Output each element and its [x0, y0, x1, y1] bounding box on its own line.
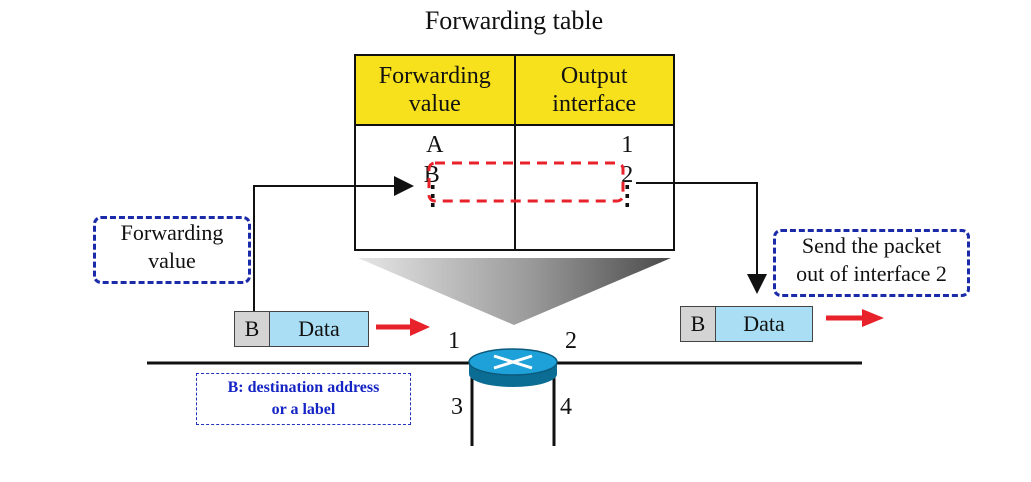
router-icon: [468, 348, 558, 387]
outgoing-flow-arrow: [826, 309, 884, 327]
table-lookup-funnel: [358, 258, 671, 325]
lookup-arrow: [253, 176, 414, 316]
incoming-flow-arrow: [376, 318, 430, 336]
row-value-a: A: [426, 132, 444, 158]
interface-label-4: 4: [560, 394, 572, 420]
column-values: A B ⋮: [354, 124, 516, 251]
output-arrow: [636, 182, 767, 294]
outgoing-packet: B Data: [680, 306, 813, 342]
header-forwarding-value: Forwarding value: [354, 54, 516, 126]
callout-send-packet: Send the packet out of interface 2: [773, 229, 970, 297]
interface-label-2: 2: [565, 328, 577, 354]
packet-data: Data: [270, 312, 368, 346]
diagram-title: Forwarding table: [424, 6, 604, 35]
packet-data: Data: [716, 307, 812, 341]
header-output-interface: Output interface: [513, 54, 675, 126]
destination-note: B: destination address or a label: [196, 373, 411, 425]
interface-label-1: 1: [448, 328, 460, 354]
interface-label-3: 3: [451, 394, 463, 420]
packet-header: B: [681, 307, 716, 341]
incoming-packet: B Data: [234, 311, 369, 347]
row-interface-1: 1: [621, 132, 634, 158]
packet-header: B: [235, 312, 270, 346]
matching-row-highlight: [427, 161, 625, 203]
forwarding-table: Forwarding value Output interface A B ⋮ …: [354, 54, 675, 251]
callout-forwarding-value: Forwarding value: [93, 216, 251, 284]
